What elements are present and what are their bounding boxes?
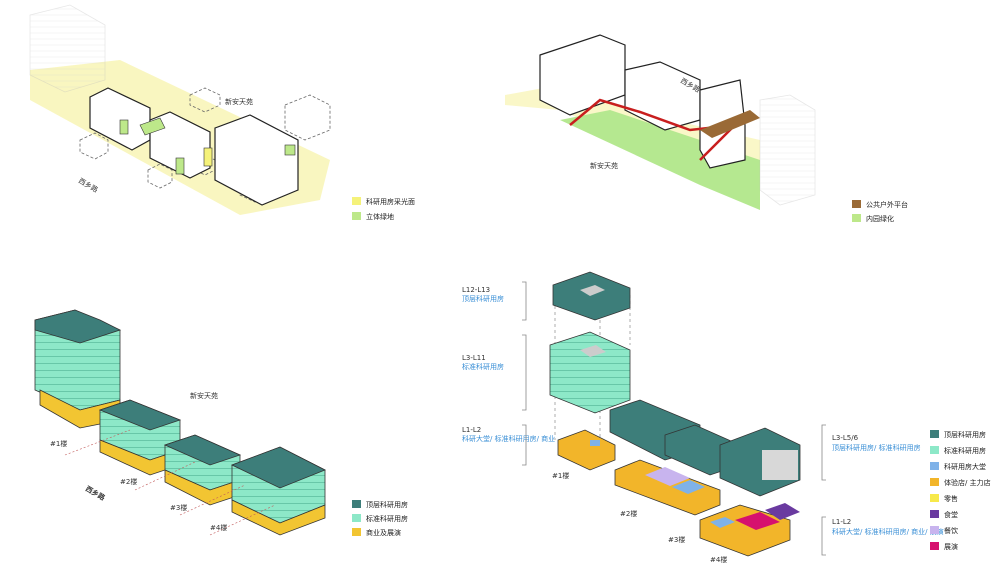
legend-swatch: [352, 212, 361, 220]
panel-daylight-greenery: 新安天苑 西乡路 科研用房采光面 立体绿地: [29, 4, 415, 221]
legend-swatch: [930, 542, 939, 550]
legend-label: 商业及展演: [366, 528, 401, 537]
building-label: #4楼: [210, 523, 227, 532]
legend-swatch: [352, 197, 361, 205]
legend-label: 零售: [944, 494, 958, 503]
level-desc: 顶层科研用房: [462, 294, 504, 303]
legend-swatch: [930, 526, 939, 534]
building-label: #1楼: [50, 439, 67, 448]
legend-swatch: [930, 478, 939, 486]
level-range: L1-L2: [832, 518, 851, 526]
legend-swatch: [930, 430, 939, 438]
building-label: #3楼: [170, 503, 187, 512]
level-labels-left: L12-L13 顶层科研用房 L3-L11 标准科研用房 L1-L2 科研大堂/…: [462, 286, 555, 443]
legend-swatch: [852, 200, 861, 208]
level-desc: 标准科研用房: [462, 362, 504, 371]
legend-label: 标准科研用房: [944, 446, 986, 455]
building-label: #2楼: [620, 509, 637, 518]
building-label: #2楼: [120, 477, 137, 486]
street-label-left: 西乡路: [77, 176, 100, 194]
panel-program-massing: #1楼 #2楼 #3楼 #4楼 新安天苑 西乡路 顶层科研用房 标准科研用房 商…: [34, 309, 408, 537]
legend-label: 标准科研用房: [366, 514, 408, 523]
legend-panel1: 科研用房采光面 立体绿地: [352, 197, 415, 221]
legend-label: 立体绿地: [366, 212, 394, 221]
legend-label: 餐饮: [944, 526, 958, 535]
legend-swatch: [352, 528, 361, 536]
building-label: #1楼: [552, 471, 569, 480]
level-desc: 顶层科研用房/ 标准科研用房: [832, 443, 921, 452]
legend-panel2: 公共户外平台 内园绿化: [852, 200, 908, 223]
street-label-top: 新安天苑: [225, 97, 253, 106]
level-labels-right: L3-L5/6 顶层科研用房/ 标准科研用房 L1-L2 科研大堂/ 标准科研用…: [832, 434, 944, 536]
road-label: 西乡路: [84, 484, 108, 503]
legend-swatch: [930, 510, 939, 518]
legend-label: 科研用房采光面: [366, 197, 415, 206]
street-label: 新安天苑: [190, 391, 218, 400]
level-range: L1-L2: [462, 426, 481, 434]
level-desc: 科研大堂/ 标准科研用房/ 商业/ 展演: [832, 527, 944, 536]
guide-lines: [64, 429, 276, 536]
legend-panel3: 顶层科研用房 标准科研用房 商业及展演: [352, 500, 408, 537]
legend-label: 公共户外平台: [866, 200, 908, 209]
panel-exploded-program: L12-L13 顶层科研用房 L3-L11 标准科研用房 L1-L2 科研大堂/…: [462, 271, 991, 564]
street-label-bottom: 新安天苑: [590, 161, 618, 170]
legend-label: 展演: [944, 542, 958, 551]
legend-swatch: [352, 500, 361, 508]
level-desc: 科研大堂/ 标准科研用房/ 商业: [462, 434, 555, 443]
building-label: #4楼: [710, 555, 727, 564]
legend-label: 体验店/ 主力店: [944, 478, 991, 487]
level-range: L3-L11: [462, 354, 486, 362]
panel-public-platform: 西乡路 新安天苑 公共户外平台 内园绿化: [505, 34, 908, 223]
legend-swatch: [930, 494, 939, 502]
legend-swatch: [930, 462, 939, 470]
level-brackets: [522, 281, 826, 556]
legend-swatch: [930, 446, 939, 454]
background-tower: [759, 94, 816, 206]
building-label: #3楼: [668, 535, 685, 544]
legend-label: 食堂: [944, 510, 958, 519]
legend-label: 科研用房大堂: [944, 462, 986, 471]
level-range: L3-L5/6: [832, 434, 859, 442]
level-range: L12-L13: [462, 286, 490, 294]
legend-label: 内园绿化: [866, 214, 894, 223]
legend-panel4: 顶层科研用房 标准科研用房 科研用房大堂 体验店/ 主力店 零售 食堂 餐饮 展…: [930, 430, 991, 551]
legend-label: 顶层科研用房: [366, 500, 408, 509]
legend-label: 顶层科研用房: [944, 430, 986, 439]
background-tower: [29, 4, 106, 93]
legend-swatch: [352, 514, 361, 522]
building-blocks: [89, 87, 299, 206]
legend-swatch: [852, 214, 861, 222]
